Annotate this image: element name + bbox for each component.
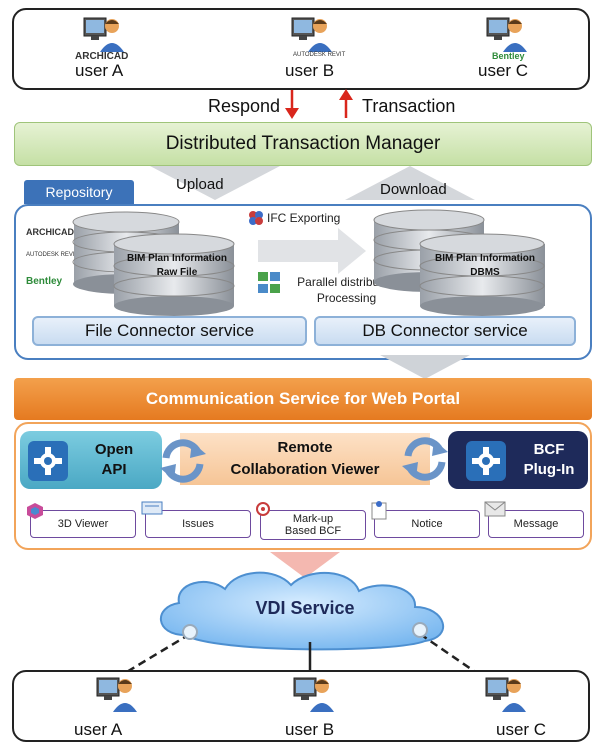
sync-arrows-icon bbox=[160, 439, 206, 483]
database-icon bbox=[373, 209, 545, 316]
bottom-user-c-label: user C bbox=[496, 720, 547, 739]
transaction-arrow bbox=[339, 89, 353, 118]
dbms-db-label: BIM Plan Information DBMS bbox=[435, 253, 535, 278]
user-computer-icon bbox=[293, 677, 334, 712]
distributed-transaction-manager-bar: Distributed Transaction Manager bbox=[14, 122, 592, 166]
cloud-icon bbox=[160, 571, 445, 651]
db-connector-label: DB Connector service bbox=[362, 321, 528, 340]
message-icon bbox=[484, 501, 506, 517]
bcf-plugin-label: BCF Plug-In bbox=[523, 441, 575, 478]
tab-message-label: Message bbox=[513, 518, 559, 530]
tab-3d-viewer-label: 3D Viewer bbox=[57, 518, 109, 530]
tab-issues[interactable]: Issues bbox=[145, 510, 251, 538]
parallel-processing-icon bbox=[258, 272, 280, 293]
remote-collaboration-viewer: Remote Collaboration Viewer bbox=[180, 433, 430, 485]
respond-label: Respond bbox=[208, 96, 281, 116]
ifc-icon bbox=[249, 211, 263, 225]
repository-tab-label: Repository bbox=[45, 184, 113, 200]
vdi-connections bbox=[109, 622, 491, 684]
down-arrow bbox=[270, 552, 340, 578]
down-arrow bbox=[380, 355, 470, 379]
database-icon bbox=[72, 211, 235, 316]
db-connector-service: DB Connector service bbox=[314, 316, 576, 346]
tab-notice[interactable]: Notice bbox=[374, 510, 480, 538]
bottom-user-a-label: user A bbox=[74, 720, 123, 739]
file-connector-label: File Connector service bbox=[84, 321, 255, 340]
bentley-logo: Bentley bbox=[492, 51, 525, 61]
upload-arrow bbox=[150, 166, 280, 200]
tab-markup-bcf-label: Mark-up Based BCF bbox=[284, 513, 342, 537]
top-user-c-label: user C bbox=[478, 61, 529, 80]
bottom-user-b-label: user B bbox=[285, 720, 335, 739]
gear-icon bbox=[466, 441, 506, 481]
dtm-label: Distributed Transaction Manager bbox=[165, 133, 441, 154]
issues-icon bbox=[141, 501, 163, 515]
ifc-exporting-label: IFC Exporting bbox=[267, 211, 341, 225]
respond-arrow bbox=[285, 90, 299, 119]
tab-3d-viewer[interactable]: 3D Viewer bbox=[30, 510, 136, 538]
upload-label: Upload bbox=[176, 176, 224, 193]
repo-archicad-logo: ARCHICAD bbox=[26, 227, 74, 237]
tab-issues-label: Issues bbox=[182, 518, 214, 530]
repo-bentley-logo: Bentley bbox=[26, 276, 63, 287]
sync-arrows-icon bbox=[402, 437, 448, 481]
revit-logo: AUTODESK REVIT bbox=[293, 52, 346, 58]
transaction-label: Transaction bbox=[362, 96, 456, 116]
3d-viewer-icon bbox=[27, 503, 43, 519]
archicad-logo: ARCHICAD bbox=[75, 51, 129, 62]
repo-revit-logo: AUTODESK REVIT bbox=[26, 252, 79, 258]
communication-service-label: Communication Service for Web Portal bbox=[145, 389, 461, 408]
communication-service-bar: Communication Service for Web Portal bbox=[14, 378, 592, 420]
markup-icon bbox=[256, 502, 270, 516]
remote-viewer-label: Remote Collaboration Viewer bbox=[230, 439, 380, 478]
ifc-arrow bbox=[258, 228, 366, 274]
tab-markup-bcf[interactable]: Mark-up Based BCF bbox=[260, 510, 366, 540]
parallel-processing-label: Parallel distributed Processing bbox=[297, 275, 396, 305]
file-connector-service: File Connector service bbox=[32, 316, 307, 346]
vdi-service-label: VDI Service bbox=[255, 598, 355, 618]
raw-file-db-label: BIM Plan Information Raw File bbox=[127, 253, 227, 278]
gear-icon bbox=[28, 441, 68, 481]
download-arrow bbox=[345, 166, 475, 200]
download-label: Download bbox=[380, 181, 447, 198]
notice-icon bbox=[371, 501, 387, 520]
user-computer-icon bbox=[96, 677, 137, 712]
repository-tab: Repository bbox=[24, 180, 134, 204]
top-user-a-label: user A bbox=[75, 61, 124, 80]
user-computer-icon bbox=[83, 17, 124, 52]
top-user-b-label: user B bbox=[285, 61, 335, 80]
user-computer-icon bbox=[291, 17, 332, 52]
open-api-label: Open API bbox=[94, 441, 134, 478]
user-computer-icon bbox=[486, 17, 527, 52]
tab-notice-label: Notice bbox=[411, 518, 443, 530]
user-computer-icon bbox=[485, 677, 526, 712]
